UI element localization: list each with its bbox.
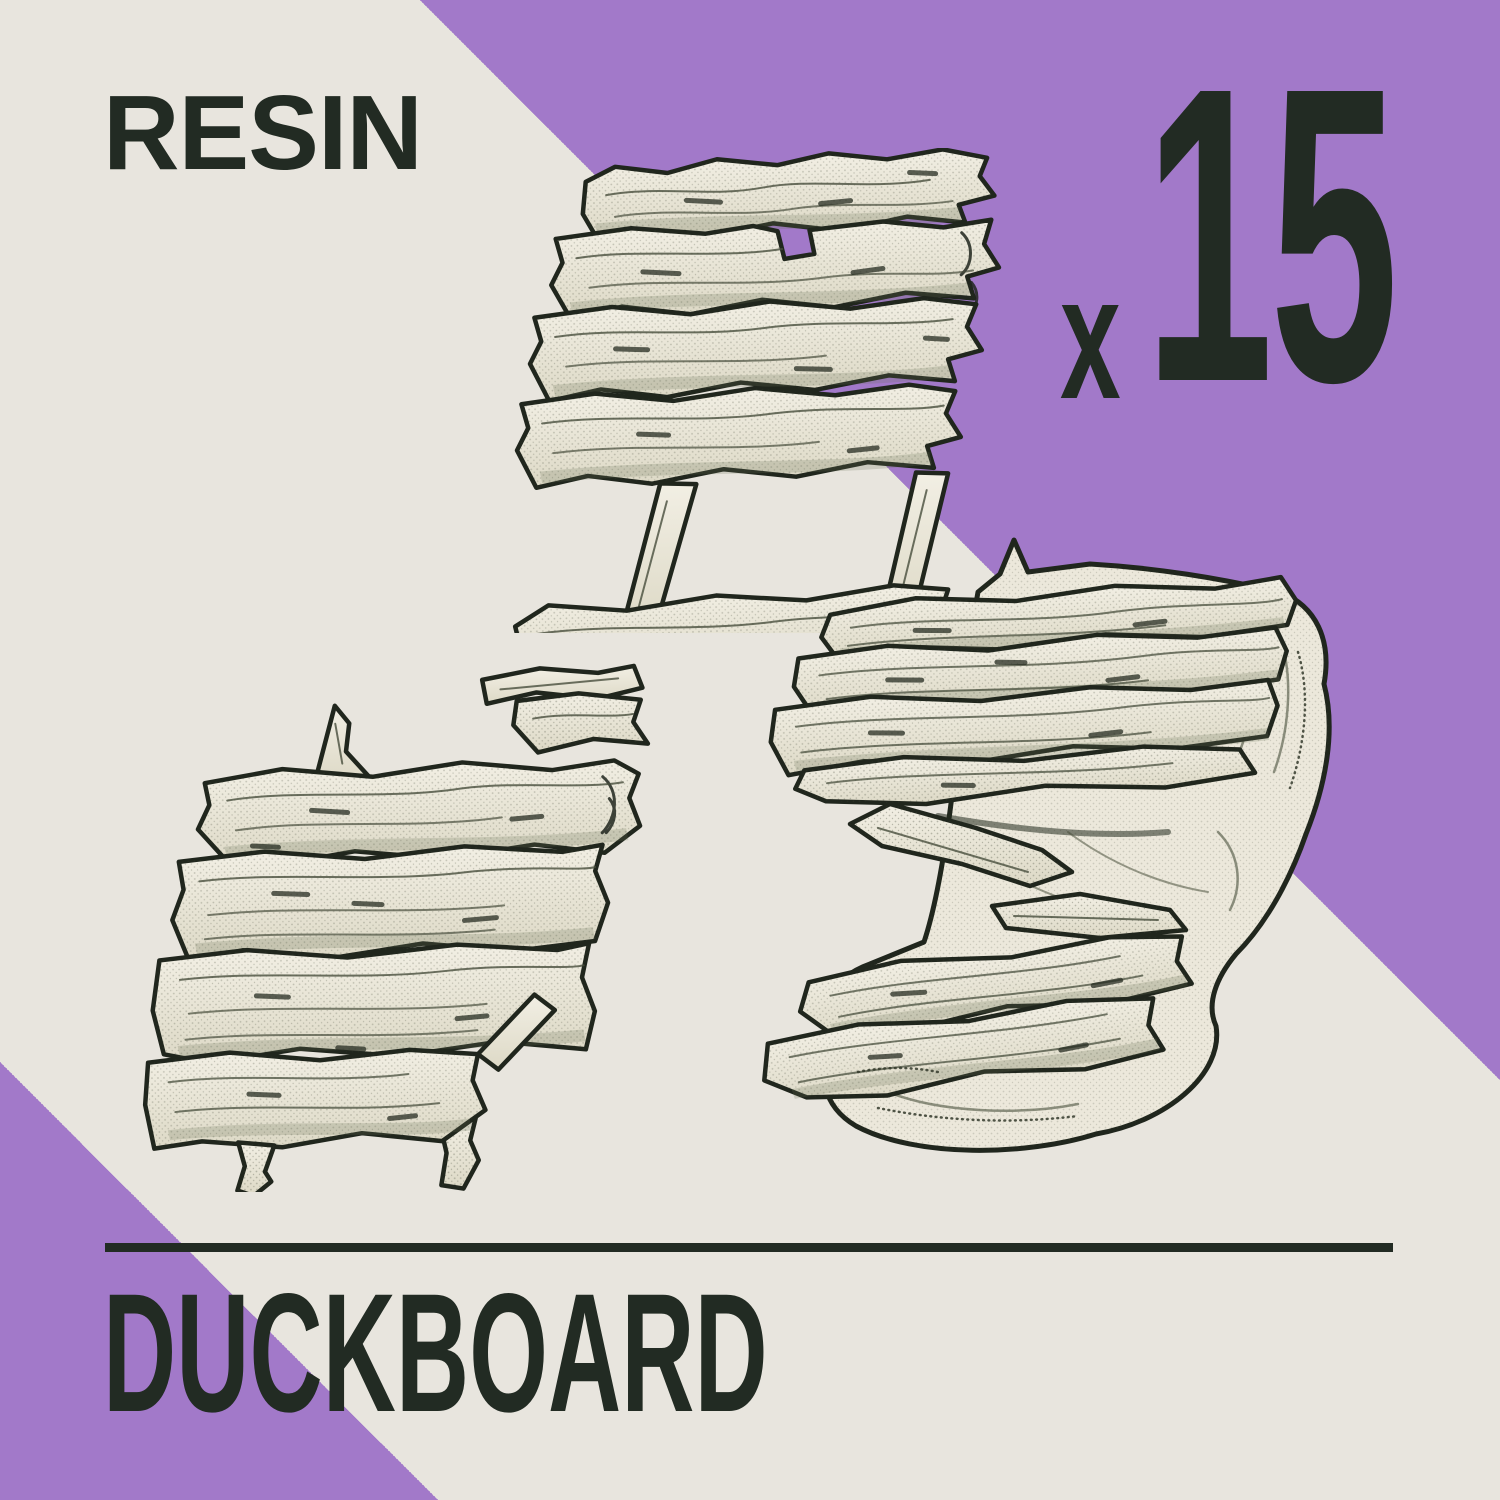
material-label: RESIN bbox=[103, 74, 423, 192]
product-title: DUCKBOARD bbox=[103, 1258, 768, 1447]
duckboard-broken-section-illustration bbox=[497, 148, 1017, 633]
quantity-prefix: x bbox=[1060, 240, 1121, 436]
title-rule bbox=[105, 1243, 1393, 1252]
duckboard-sunk-in-mud-illustration bbox=[738, 532, 1363, 1172]
duckboard-section-with-legs-illustration bbox=[135, 662, 675, 1192]
quantity-value: 15 bbox=[1144, 1, 1399, 470]
